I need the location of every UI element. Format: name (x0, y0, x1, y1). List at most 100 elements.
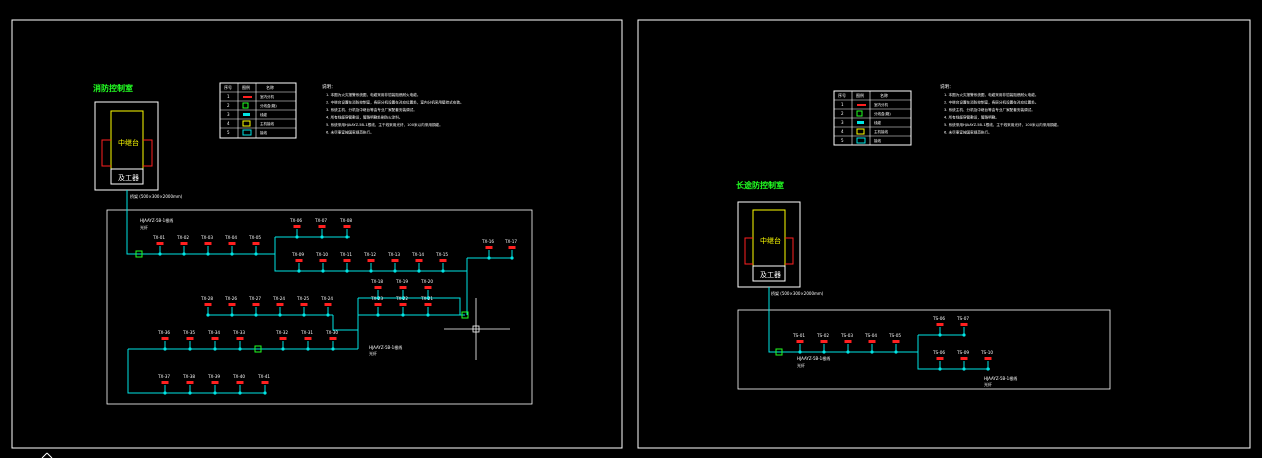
handset-icon (796, 340, 804, 343)
cable-line (768, 287, 918, 353)
intercom-device: TX-38 (182, 374, 195, 395)
intercom-device: TS-05 (888, 333, 901, 354)
device-label: TX-06 (289, 218, 302, 223)
left-legend-symbols (242, 96, 252, 136)
device-label: TX-34 (207, 330, 220, 335)
legend-row-name: 线缆 (260, 112, 268, 117)
junction-node (306, 347, 310, 351)
right-cable-label-b: HJAAYZ-5B-1根线 (984, 375, 1017, 381)
legend-header: 图例 (856, 92, 864, 98)
device-label: TX-12 (363, 252, 376, 257)
intercom-device: TX-21 (420, 296, 433, 317)
handset-icon (424, 303, 432, 306)
intercom-device: TX-23 (370, 296, 383, 317)
left-notes-title: 说明： (322, 83, 336, 90)
device-label: TS-03 (840, 333, 853, 338)
device-label: TS-01 (792, 333, 805, 338)
intercom-device: TX-20 (420, 279, 433, 300)
intercom-device: TX-09 (291, 252, 304, 273)
left-operator-label: 及工器 (118, 174, 139, 182)
device-label: TX-37 (157, 374, 170, 379)
device-label: TX-03 (200, 235, 213, 240)
note-line: 1. 本图为火灾报警系统图，电缆采用非铠装阻燃耐火电缆。 (326, 92, 420, 97)
note-line: 2. 中继台设置在消防控制室，各层分机设置在对应位置处，室内分机采用壁挂式安装。 (326, 100, 464, 105)
junction-node (321, 269, 325, 273)
handset-icon (204, 242, 212, 245)
intercom-device: TX-36 (157, 330, 170, 351)
junction-node (254, 252, 258, 256)
legend-row-name: 接线 (260, 130, 268, 135)
device-label: TX-41 (257, 374, 270, 379)
legend-row-no: 4 (227, 121, 230, 126)
junction-node (962, 333, 966, 337)
device-label: TX-09 (291, 252, 304, 257)
device-label: TX-05 (248, 235, 261, 240)
intercom-device: TX-22 (395, 296, 408, 317)
junction-node (417, 269, 421, 273)
junction-node (376, 313, 380, 317)
intercom-device: TX-15 (435, 252, 448, 273)
intercom-device: TX-07 (314, 218, 327, 239)
junction-node (188, 347, 192, 351)
legend-row-no: 5 (227, 130, 230, 135)
intercom-device: TS-07 (956, 316, 969, 337)
cursor-mark (41, 452, 53, 458)
handset-icon (485, 246, 493, 249)
junction-node (238, 391, 242, 395)
junction-node (401, 296, 405, 300)
right-console-side-left (744, 237, 753, 265)
intercom-device: TX-25 (296, 296, 309, 317)
legend-row-name: 室内分机 (874, 102, 888, 107)
junction-node (158, 252, 162, 256)
right-console-label: 中继台 (760, 236, 781, 245)
intercom-device: TX-37 (157, 374, 170, 395)
handset-icon (399, 286, 407, 289)
intercom-device: TX-34 (207, 330, 220, 351)
intercom-device: TX-41 (257, 374, 270, 395)
junction-node (213, 347, 217, 351)
junction-node (230, 252, 234, 256)
junction-node (163, 347, 167, 351)
right-legend-symbols (856, 104, 866, 144)
left-title: 消防控制室 (93, 83, 133, 93)
intercom-device: TX-11 (339, 252, 352, 273)
note-line: 4. 所有线缆穿管敷设，管路明敷。 (944, 115, 999, 120)
junction-node (238, 347, 242, 351)
device-label: TX-21 (420, 296, 433, 301)
handset-icon (415, 259, 423, 262)
handset-icon (161, 381, 169, 384)
handset-icon (984, 357, 992, 360)
handset-icon (439, 259, 447, 262)
handset-icon (324, 303, 332, 306)
left-operator-box (110, 168, 144, 185)
intercom-device: TX-39 (207, 374, 220, 395)
intercom-device: TX-35 (182, 330, 195, 351)
intercom-device: TS-09 (956, 350, 969, 371)
handset-icon (156, 242, 164, 245)
right-operator-label: 及工器 (760, 271, 781, 279)
device-label: TS-09 (956, 350, 969, 355)
right-cable-label-a-sub: 光纤 (797, 362, 805, 368)
handset-icon (936, 323, 944, 326)
intercom-device: TX-24 (320, 296, 333, 317)
left-sheet-frame (11, 19, 623, 449)
device-label: TX-35 (182, 330, 195, 335)
junction-node (206, 313, 210, 317)
cable-line (126, 190, 275, 255)
note-line: 3. 系统主机、分机及中继台等由专业厂家配套安装调试。 (326, 107, 417, 112)
device-label: TX-14 (411, 252, 424, 257)
junction-node (510, 256, 514, 260)
device-label: TX-13 (387, 252, 400, 257)
legend-header: 名称 (880, 92, 888, 98)
intercom-device: TX-31 (300, 330, 313, 351)
intercom-device: TS-02 (816, 333, 829, 354)
intercom-device: TX-02 (176, 235, 189, 256)
handset-icon (211, 337, 219, 340)
junction-node (295, 235, 299, 239)
intercom-device: TX-04 (224, 235, 237, 256)
handset-icon (204, 303, 212, 306)
device-label: TX-07 (314, 218, 327, 223)
handset-icon (228, 242, 236, 245)
junction-node (278, 313, 282, 317)
